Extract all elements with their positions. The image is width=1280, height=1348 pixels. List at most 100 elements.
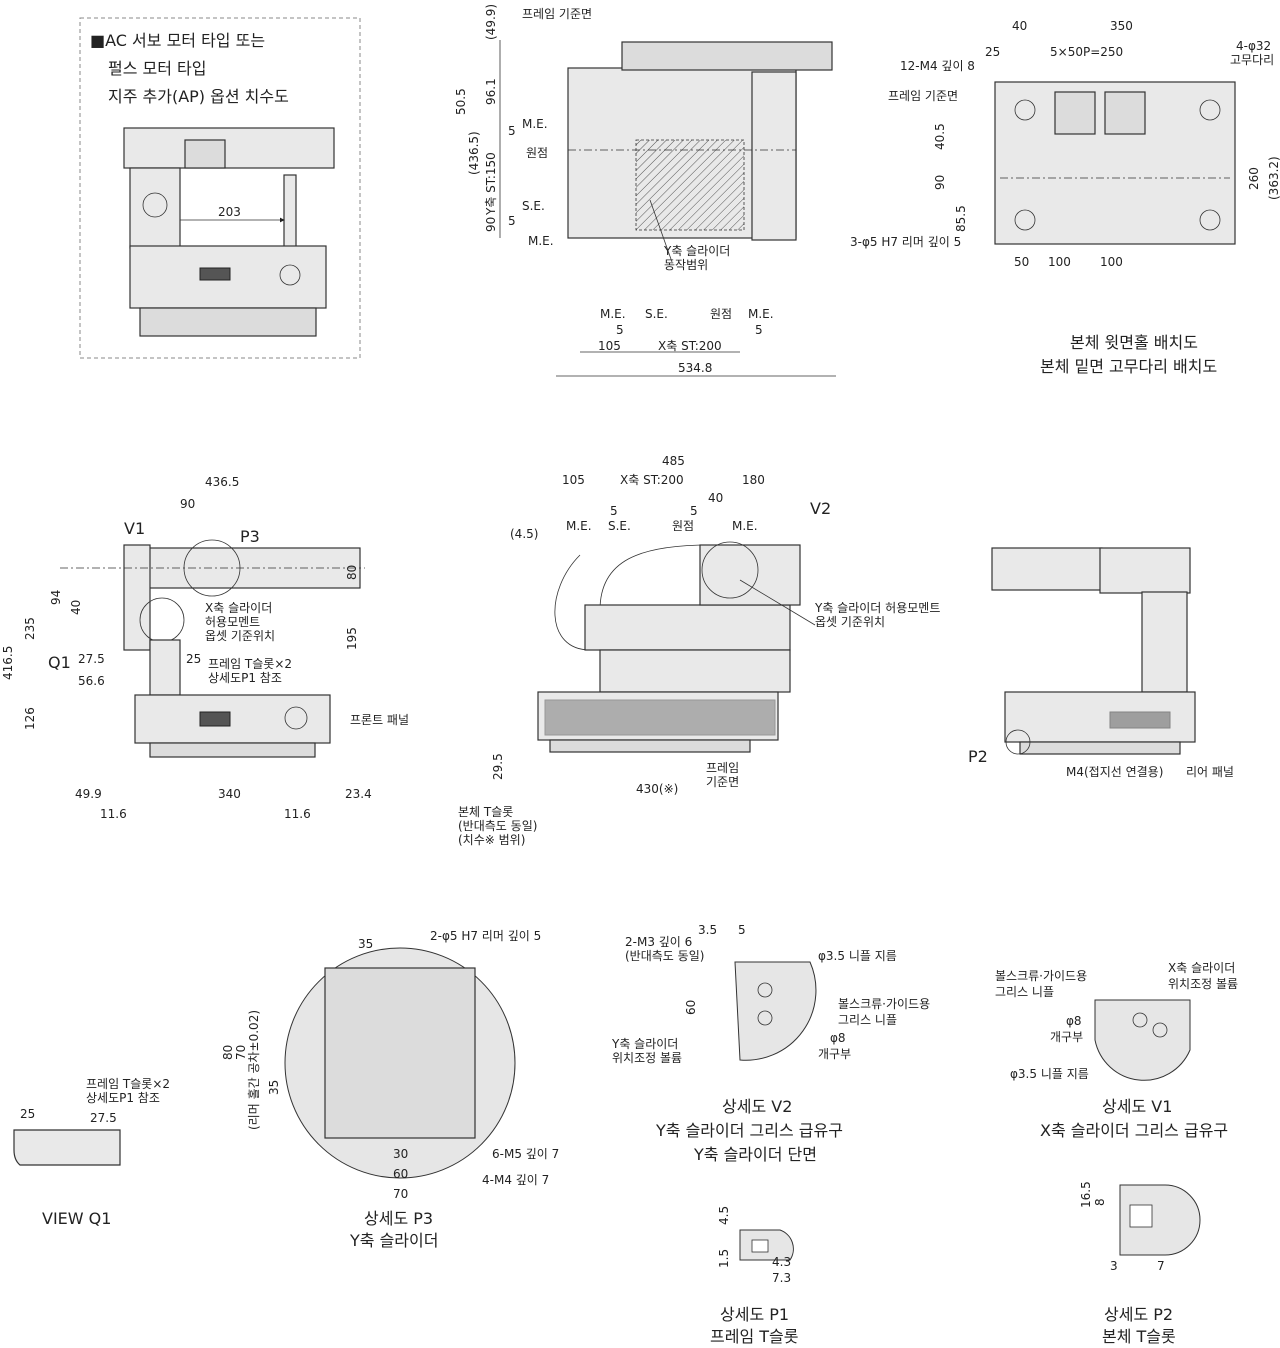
side-dim-5-b: 5 [690, 504, 698, 518]
v1-caption-1: 상세도 V1 [1102, 1097, 1172, 1116]
hole-dim-85-5: 85.5 [954, 205, 968, 232]
v1-label-volume-2: 위치조정 볼륨 [1168, 977, 1238, 991]
hole-dim-25: 25 [985, 45, 1000, 59]
front-view-dial [284, 706, 308, 730]
p3-dim-70-bottom: 70 [393, 1187, 408, 1201]
v2-dim-3-5: 3.5 [698, 923, 717, 937]
front-dim-195: 195 [345, 627, 359, 650]
v1-label-grease-1: 볼스크류·가이드용 [995, 969, 1087, 983]
rear-view-base-foot [1019, 741, 1181, 755]
front-dim-126: 126 [23, 707, 37, 730]
side-label-me-2: M.E. [732, 519, 758, 533]
hole-layout-block-1 [1054, 91, 1096, 135]
p3-dim-80: 80 [221, 1045, 235, 1060]
v2-label-grease-2: 그리스 니플 [838, 1013, 897, 1027]
top-bottom-se: S.E. [645, 307, 668, 321]
front-panel-label: 프론트 패널 [350, 713, 409, 727]
front-view-base-foot [149, 742, 316, 758]
hole-dim-40: 40 [1012, 19, 1027, 33]
p1-slot [751, 1239, 769, 1253]
p1-caption-1: 상세도 P1 [720, 1305, 789, 1324]
hole-dim-pitch: 5×50P=250 [1050, 45, 1123, 59]
front-dim-90: 90 [180, 497, 195, 511]
front-dim-94: 94 [49, 590, 63, 605]
v2-label-volume-1: Y축 슬라이더 [611, 1037, 678, 1051]
v2-label-volume-2: 위치조정 볼륨 [612, 1051, 682, 1065]
inset-knob [142, 192, 168, 218]
side-view-heat-sink [544, 699, 776, 736]
p3-caption-1: 상세도 P3 [364, 1209, 433, 1228]
v2-caption-1: 상세도 V2 [722, 1097, 792, 1116]
q1-dim-27-5: 27.5 [90, 1111, 117, 1125]
hole-dim-350: 350 [1110, 19, 1133, 33]
p2-dim-3: 3 [1110, 1259, 1118, 1273]
inset-dashed-frame [79, 17, 361, 359]
inset-title-line-2: 펄스 모터 타입 [108, 59, 207, 78]
detail-p3: 35 80 70 (리머 홀간 공차±0.02) 35 30 60 70 2-φ… [221, 929, 559, 1250]
inset-y-column [129, 167, 181, 249]
inset-title-line-1: ■AC 서보 모터 타입 또는 [90, 31, 265, 50]
side-view-base [537, 691, 779, 741]
front-dim-40: 40 [69, 600, 83, 615]
p1-dim-7-3: 7.3 [772, 1271, 791, 1285]
front-dim-25: 25 [186, 652, 201, 666]
q1-note-1: 프레임 T슬롯×2 [86, 1077, 170, 1091]
view-q1: 25 27.5 프레임 T슬롯×2 상세도P1 참조 VIEW Q1 [13, 1077, 170, 1228]
v2-label-grease-1: 볼스크류·가이드용 [838, 997, 930, 1011]
top-dim-49-9: (49.9) [484, 4, 498, 40]
inset-panel-connector [199, 267, 231, 281]
side-slot-note-2: (반대측도 동일) [458, 819, 537, 833]
side-view-cable-1 [554, 554, 591, 651]
front-view-column-foot [149, 639, 181, 696]
detail-v1: 볼스크류·가이드용 그리스 니플 X축 슬라이더 위치조정 볼륨 φ8 개구부 … [995, 961, 1238, 1140]
q1-dim-25: 25 [20, 1107, 35, 1121]
front-slot-note-1: 프레임 T슬롯×2 [208, 657, 292, 671]
inset-base-foot [139, 307, 317, 337]
p2-dim-16-5: 16.5 [1079, 1181, 1093, 1208]
top-label-5-b: 5 [508, 214, 516, 228]
top-bottom-x-stroke: X축 ST:200 [658, 339, 722, 353]
front-dim-80: 80 [345, 565, 359, 580]
rear-callout-p2: P2 [968, 747, 988, 766]
p2-caption-2: 본체 T슬롯 [1102, 1327, 1176, 1346]
top-label-5-a: 5 [508, 124, 516, 138]
top-label-me-1: M.E. [522, 117, 548, 131]
v1-label-phi8: φ8 [1066, 1014, 1082, 1028]
inset-x-axis-beam [123, 127, 335, 169]
hole-layout: 40 350 25 5×50P=250 4-φ32 고무다리 12-M4 깊이 … [850, 19, 1280, 376]
detail-p2: 16.5 8 3 7 상세도 P2 본체 T슬롯 [1079, 1181, 1201, 1346]
top-view: (49.9) 96.1 50.5 (436.5) Y축 ST:150 90 프레… [454, 4, 836, 377]
front-callout-p3: P3 [240, 527, 260, 546]
rear-view-panel [1109, 711, 1171, 729]
hole-dim-50: 50 [1014, 255, 1029, 269]
hole-dim-foot-dia: 4-φ32 [1236, 39, 1271, 53]
side-slot-note-3: (치수※ 범위) [458, 833, 525, 847]
rubber-foot-4 [1199, 209, 1221, 231]
top-view-stroke-area [635, 139, 745, 231]
front-view-connector [199, 711, 231, 727]
inset-title-line-3: 지주 추가(AP) 옵션 치수도 [108, 87, 289, 106]
side-dim-5-a: 5 [610, 504, 618, 518]
front-dim-416-5: 416.5 [1, 646, 15, 680]
v2-label-phi8: φ8 [830, 1031, 846, 1045]
inset-dim-203: 203 [218, 205, 241, 219]
front-callout-q1: Q1 [48, 653, 71, 672]
side-dim-485: 485 [662, 454, 685, 468]
top-view-y-beam [621, 41, 833, 71]
hole-layout-block-2 [1104, 91, 1146, 135]
front-dim-27-5: 27.5 [78, 652, 105, 666]
v2-caption-2: Y축 슬라이더 그리스 급유구 [655, 1121, 843, 1140]
p1-dim-4-3: 4.3 [772, 1255, 791, 1269]
side-view: 485 105 X축 ST:200 180 40 5 5 (4.5) M.E. … [458, 454, 940, 847]
front-view: 436.5 90 V1 P3 Q1 X축 슬라이더 허용모멘트 옵셋 기준위치 … [1, 475, 409, 821]
side-view-base-foot [549, 739, 751, 753]
front-dim-11-6-a: 11.6 [100, 807, 127, 821]
top-bottom-me-2: M.E. [748, 307, 774, 321]
side-label-se: S.E. [608, 519, 631, 533]
p1-caption-2: 프레임 T슬롯 [710, 1327, 798, 1346]
inset-ap-post [283, 174, 297, 251]
side-dim-180: 180 [742, 473, 765, 487]
hole-dim-260: 260 [1247, 167, 1261, 190]
front-callout-v1: V1 [124, 519, 145, 538]
